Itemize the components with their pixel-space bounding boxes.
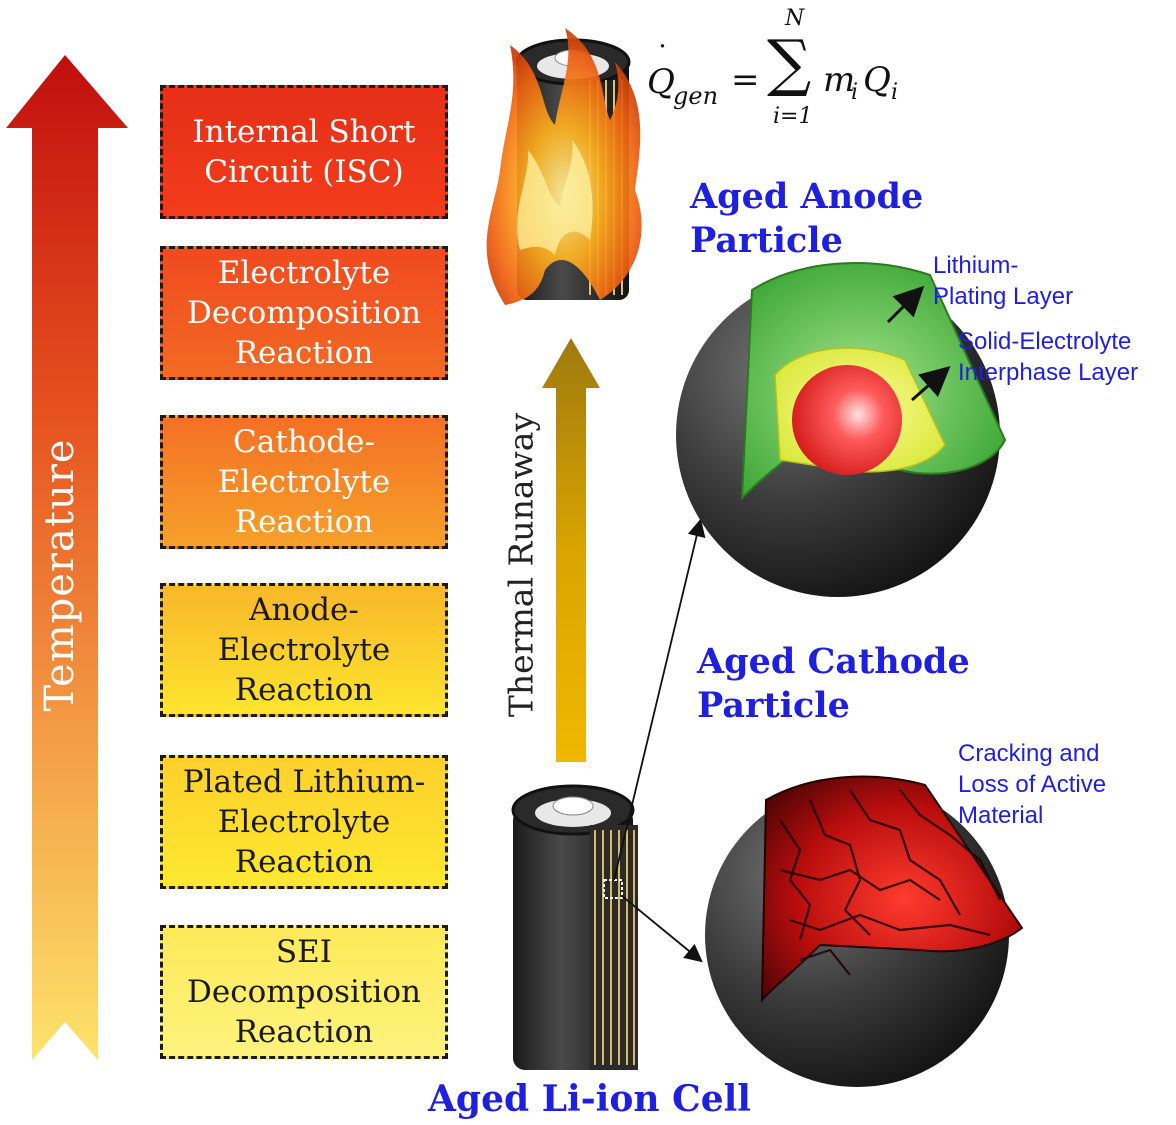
formula-sub-i2: i	[891, 80, 899, 105]
formula-lhs-sub: gen	[673, 82, 719, 110]
thermal-runaway-arrow	[542, 338, 600, 762]
cathode-particle	[705, 775, 1024, 1087]
reaction-box-anode-electrolyte: Anode- Electrolyte Reaction	[160, 583, 448, 717]
lithium-plating-label: Lithium- Plating Layer	[933, 252, 1074, 310]
pointer-arrow	[911, 366, 951, 402]
temperature-arrow	[6, 55, 128, 1060]
formula-term-q: Q	[863, 60, 891, 100]
li-ion-cell-icon	[511, 784, 638, 1070]
formula-sum-lower: i=1	[773, 104, 813, 129]
burning-cell-icon	[486, 28, 642, 305]
cell-title: Aged Li-ion Cell	[428, 1078, 751, 1120]
formula-term-m: m	[823, 60, 856, 100]
anode-title: Aged Anode Particle	[690, 176, 924, 261]
reaction-box-plated-lithium: Plated Lithium- Electrolyte Reaction	[160, 755, 448, 889]
heat-generation-formula: Q ˙ gen = N ∑ i=1 m i Q i	[645, 6, 915, 130]
pointer-arrow	[621, 895, 703, 963]
formula-dot: ˙	[655, 40, 670, 75]
reaction-box-cathode-electrolyte: Cathode- Electrolyte Reaction	[160, 415, 448, 549]
pointer-arrow	[613, 518, 706, 881]
anode-particle	[676, 262, 1007, 597]
reaction-box-isc: Internal Short Circuit (ISC)	[160, 85, 448, 219]
reaction-box-sei-decomposition: SEI Decomposition Reaction	[160, 925, 448, 1059]
formula-sum-upper: N	[785, 6, 805, 31]
pointer-arrow	[886, 285, 925, 324]
formula-equals: =	[731, 60, 760, 100]
sei-layer-label: Solid-Electrolyte Interphase Layer	[958, 328, 1139, 386]
formula-lhs: Q	[647, 62, 675, 102]
formula-sum-sign: ∑	[767, 26, 812, 99]
cracking-label: Cracking and Loss of Active Material	[958, 740, 1107, 829]
formula-sub-i: i	[851, 80, 859, 105]
cathode-title: Aged Cathode Particle	[697, 641, 970, 726]
reaction-box-electrolyte-decomposition: Electrolyte Decomposition Reaction	[160, 246, 448, 380]
